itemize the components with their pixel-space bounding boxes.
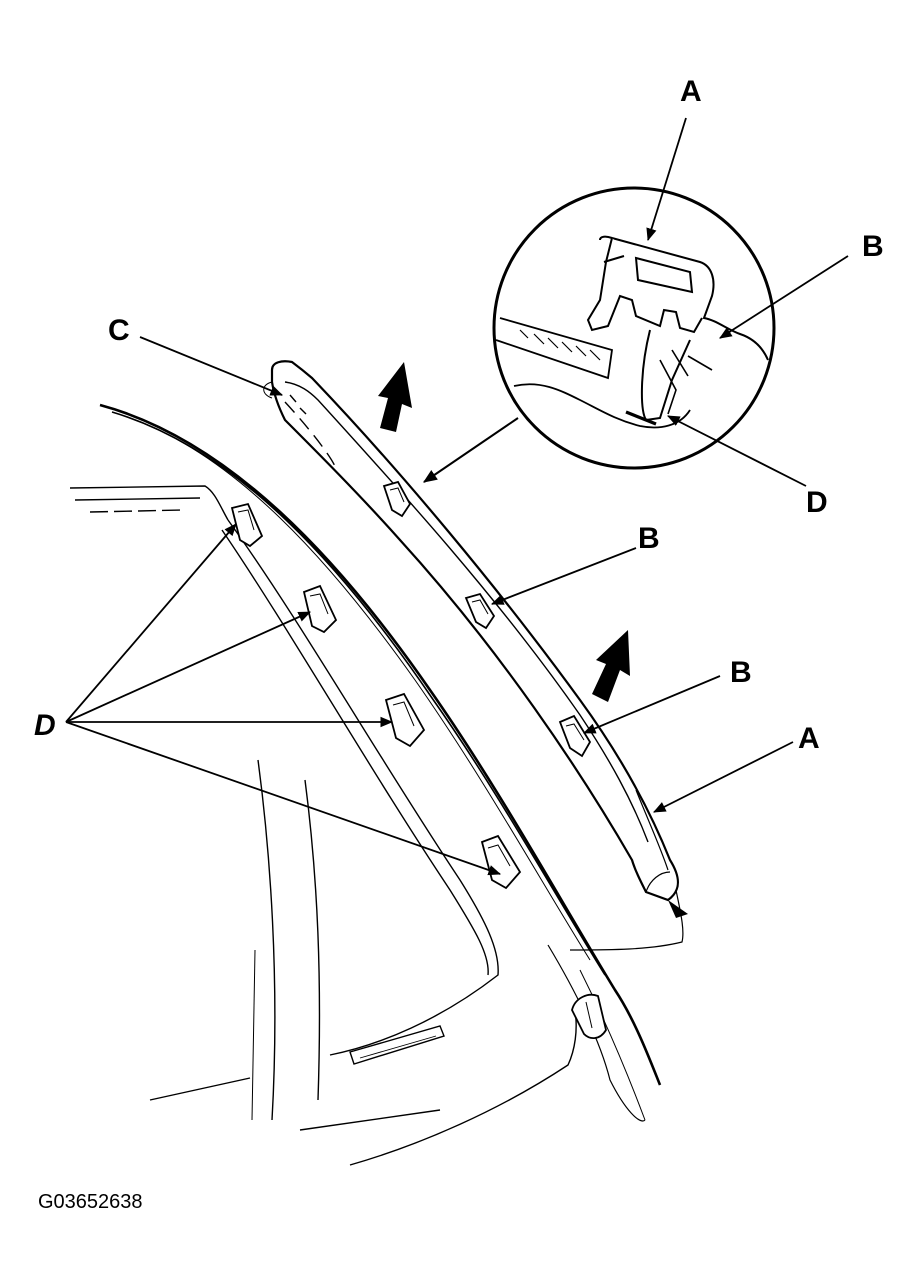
glass-slot	[349, 1025, 445, 1065]
label-d-main: D	[34, 709, 56, 742]
body-clip-d3	[384, 692, 426, 748]
detail-leader	[423, 417, 519, 483]
molding-clip-b1	[382, 480, 412, 518]
body-clip-d1	[230, 502, 264, 548]
removal-arrow-upper	[378, 362, 412, 432]
body-frame-outline	[99, 403, 662, 1122]
figure-code: G03652638	[38, 1191, 143, 1213]
molding-clip-b3	[558, 714, 592, 758]
detail-body-panel	[495, 317, 691, 429]
callout-leaders	[65, 117, 849, 876]
label-b-detail: B	[862, 230, 884, 263]
label-c: C	[108, 314, 130, 347]
label-b-upper: B	[638, 522, 660, 555]
detail-clip	[625, 349, 713, 426]
window-glass-outline	[69, 485, 577, 1166]
label-a-main: A	[798, 722, 820, 755]
label-b-lower: B	[730, 656, 752, 689]
label-a-detail: A	[680, 75, 702, 108]
label-d-detail: D	[806, 486, 828, 519]
body-clip-d4	[480, 834, 522, 890]
body-clip-d2	[302, 584, 338, 634]
molding-clip-b2	[464, 592, 496, 630]
detail-magnifier	[492, 186, 776, 470]
lower-corner-clip	[571, 993, 607, 1039]
removal-arrow-lower	[592, 630, 630, 702]
molding-end-pointer	[668, 900, 688, 918]
